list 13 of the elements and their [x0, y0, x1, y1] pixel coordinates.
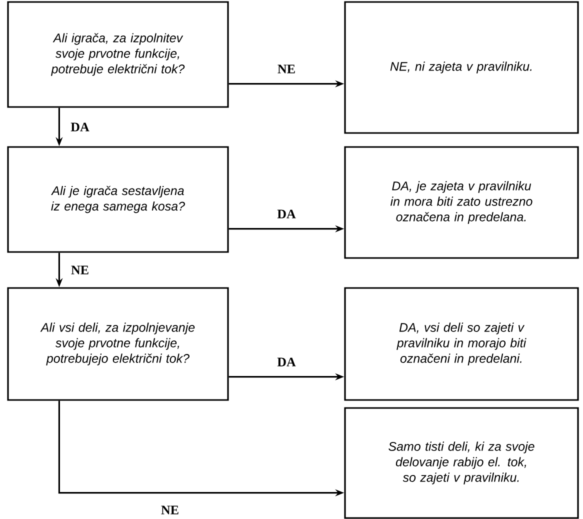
answer-box: DA, vsi deli so zajeti v pravilniku in morajo biti označeni in predelani.: [344, 287, 579, 401]
answer-box: DA, je zajeta v pravilniku in mora biti zato ustrezno označena in predelana.: [344, 146, 579, 259]
answer-box: Samo tisti deli, ki za svoje delovanje rabijo el. tok, so zajeti v pravilniku.: [344, 407, 579, 519]
edge-label: NE: [70, 264, 90, 276]
edge-label: DA: [276, 356, 297, 368]
question-box: Ali igrača, za izpolnitev svoje prvotne funkcije, potrebuje električni tok?: [7, 1, 229, 108]
answer-box: NE, ni zajeta v pravilniku.: [344, 1, 579, 134]
edge-label: DA: [70, 122, 90, 132]
question-box: Ali je igrača sestavljena iz enega samega kosa?: [7, 146, 229, 253]
edge-label: NE: [276, 64, 297, 74]
edge-label: DA: [276, 208, 297, 220]
edge-label: NE: [160, 504, 180, 516]
question-box: Ali vsi deli, za izpolnjevanje svoje prvotne funkcije, potrebujejo električni tok?: [7, 287, 229, 401]
